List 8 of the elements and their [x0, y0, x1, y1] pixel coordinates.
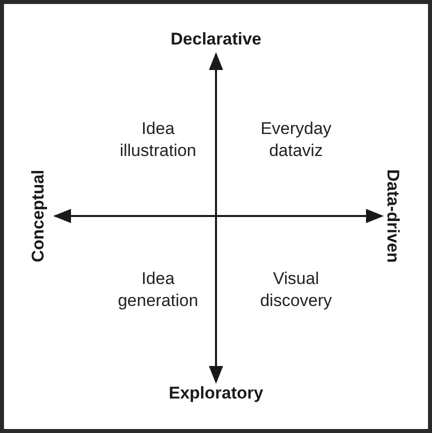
quadrant-label: Idea generation	[116, 268, 200, 312]
quadrant-label: Idea illustration	[118, 118, 198, 162]
quadrant-label: Visual discovery	[259, 268, 333, 312]
axis-label: Exploratory	[168, 384, 264, 402]
axis-label: Conceptual	[30, 170, 46, 262]
axis-label: Data-driven	[384, 169, 402, 263]
quadrant-label: Everyday dataviz	[260, 118, 332, 162]
axis-label: Declarative	[170, 30, 262, 48]
